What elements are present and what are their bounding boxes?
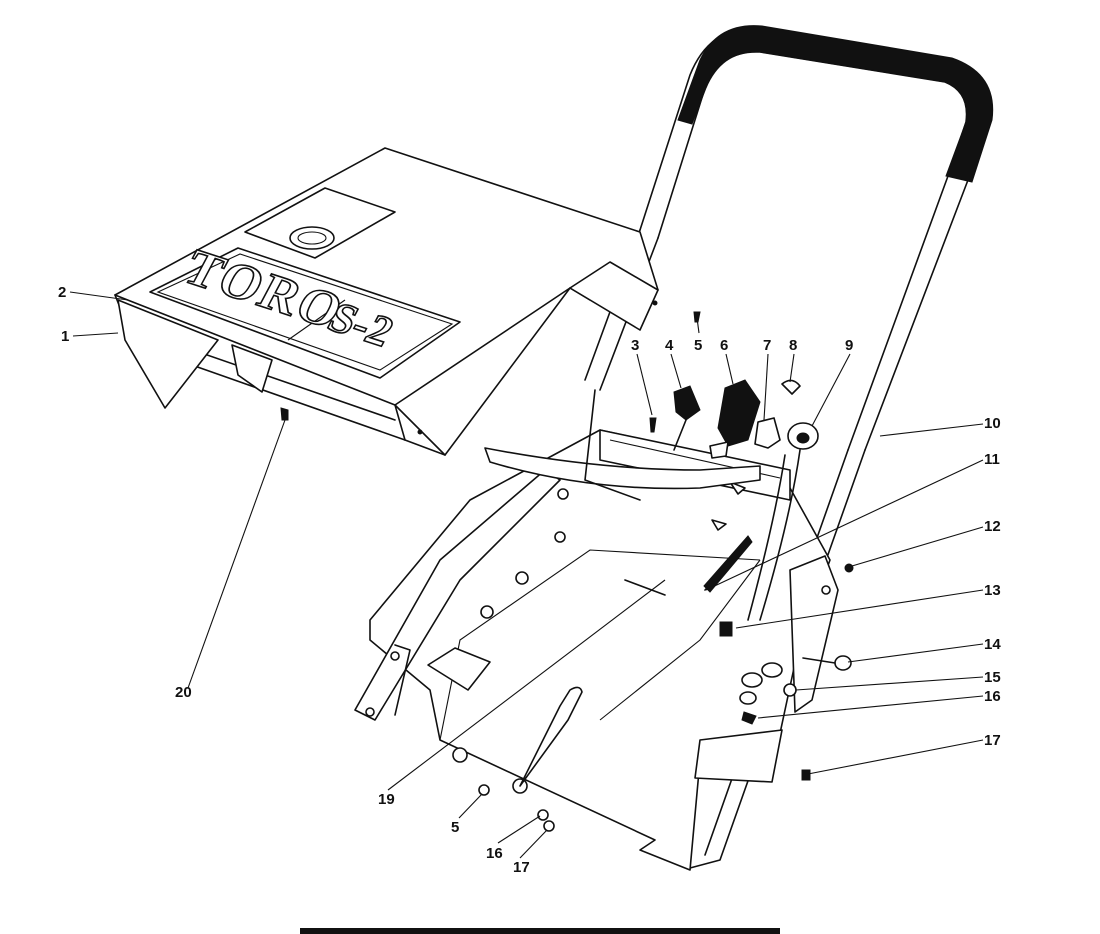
- callout-9: 9: [845, 337, 853, 354]
- cropped-caption-fragment: [300, 928, 780, 934]
- callout-5-top: 5: [694, 337, 702, 354]
- leader-lines: [69, 291, 984, 859]
- callout-7: 7: [763, 337, 771, 354]
- control-components: [280, 311, 854, 832]
- callout-12: 12: [984, 518, 1001, 535]
- callout-5-bottom: 5: [451, 819, 459, 836]
- part-6-primer-boot: [717, 379, 761, 447]
- callout-14: 14: [984, 636, 1001, 653]
- callout-labels: 1 2 3 4 5 6 7 8 9 10 11 12 13 14 15 16 1…: [58, 284, 1001, 876]
- part-12-nut: [844, 563, 854, 573]
- part-13-clip: [719, 621, 733, 637]
- callout-20: 20: [175, 684, 192, 701]
- part-3-screw: [649, 417, 657, 433]
- callout-2: 2: [58, 284, 66, 301]
- callout-13: 13: [984, 582, 1001, 599]
- callout-3: 3: [631, 337, 639, 354]
- callout-1: 1: [61, 328, 69, 345]
- handle-grip: [677, 25, 994, 183]
- callout-16: 16: [984, 688, 1001, 705]
- part-17-bottom: [543, 820, 555, 832]
- frame-assembly: [354, 389, 839, 871]
- part-16-spring: [741, 711, 757, 725]
- part-8-key: [781, 379, 801, 395]
- callout-10: 10: [984, 415, 1001, 432]
- callout-4: 4: [665, 337, 674, 354]
- part-5-bottom: [478, 784, 490, 796]
- callout-16-bottom: 16: [486, 845, 503, 862]
- part-16-bottom: [537, 809, 549, 821]
- callout-17-bottom: 17: [513, 859, 530, 876]
- part-7-choke: [754, 417, 781, 449]
- part-4-switch: [673, 385, 701, 421]
- part-20-bolt: [280, 407, 289, 421]
- callout-11: 11: [984, 451, 1000, 468]
- part-17-nut: [801, 769, 811, 781]
- part-14-washer: [834, 655, 852, 671]
- callout-17: 17: [984, 732, 1001, 749]
- callout-15: 15: [984, 669, 1001, 686]
- callout-8: 8: [789, 337, 797, 354]
- callout-6: 6: [720, 337, 728, 354]
- shroud-housing: [114, 147, 659, 456]
- callout-19: 19: [378, 791, 395, 808]
